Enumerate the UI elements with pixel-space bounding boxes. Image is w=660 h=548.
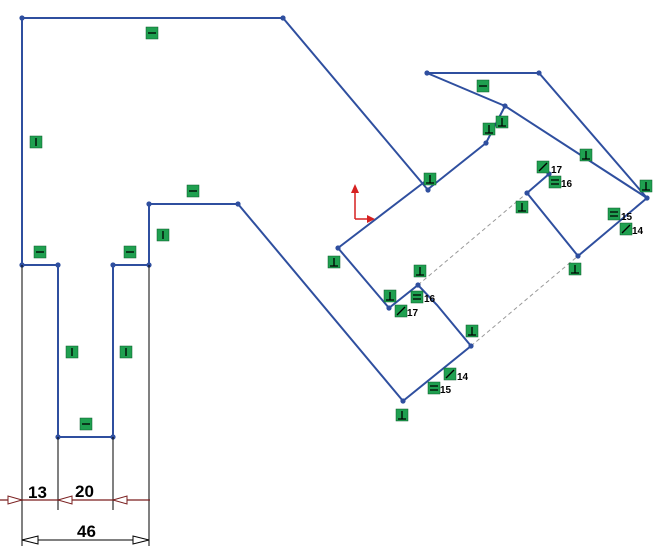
perpendicular-relation-icon[interactable] <box>423 172 437 186</box>
sketch-vertex[interactable] <box>536 70 542 76</box>
tangent-relation-icon[interactable] <box>394 304 408 318</box>
horizontal-relation-icon[interactable] <box>123 245 137 259</box>
sketch-vertex[interactable] <box>425 187 431 193</box>
construction-line-upper[interactable] <box>417 192 528 286</box>
horizontal-relation-icon[interactable] <box>476 79 490 93</box>
sketch-vertex[interactable] <box>110 262 116 268</box>
right-profile-top-block[interactable] <box>427 72 648 199</box>
equal-relation-icon[interactable] <box>548 175 562 189</box>
right-profile-top-left-edge[interactable] <box>426 72 506 107</box>
sketch-vertex[interactable] <box>280 15 286 21</box>
relation-label: 16 <box>424 294 436 305</box>
perpendicular-relation-icon[interactable] <box>395 408 409 422</box>
vertical-relation-icon[interactable] <box>65 345 79 359</box>
dimension-slot-width[interactable]: 20 <box>75 482 94 501</box>
equal-relation-icon[interactable] <box>427 381 441 395</box>
sketch-vertex[interactable] <box>235 201 241 207</box>
dimension-overall-width[interactable]: 46 <box>77 522 96 541</box>
relation-label: 15 <box>621 212 633 223</box>
sketch-vertex[interactable] <box>386 305 392 311</box>
dimension-lines <box>0 265 150 546</box>
sketch-vertex[interactable] <box>19 15 25 21</box>
equal-relation-icon[interactable] <box>410 290 424 304</box>
sketch-vertex[interactable] <box>424 70 430 76</box>
sketch-vertex[interactable] <box>146 201 152 207</box>
perpendicular-relation-icon[interactable] <box>383 289 397 303</box>
perpendicular-relation-icon[interactable] <box>327 255 341 269</box>
origin-icon[interactable] <box>351 184 375 223</box>
relation-label: 14 <box>457 372 469 383</box>
sketch-vertex[interactable] <box>524 190 530 196</box>
tangent-relation-icon[interactable] <box>443 367 457 381</box>
perpendicular-relation-icon[interactable] <box>413 264 427 278</box>
construction-line-lower[interactable] <box>470 255 579 347</box>
perpendicular-relation-icon[interactable] <box>465 324 479 338</box>
left-profile-slot[interactable] <box>57 203 404 438</box>
horizontal-relation-icon[interactable] <box>186 184 200 198</box>
sketch-vertex[interactable] <box>335 245 341 251</box>
tangent-relation-icon[interactable] <box>536 160 550 174</box>
left-profile <box>21 17 429 438</box>
horizontal-relation-icon[interactable] <box>33 245 47 259</box>
horizontal-relation-icon[interactable] <box>79 417 93 431</box>
sketch-vertex[interactable] <box>468 343 474 349</box>
sketch-vertex[interactable] <box>575 253 581 259</box>
sketch-vertex[interactable] <box>55 262 61 268</box>
vertical-relation-icon[interactable] <box>29 135 43 149</box>
perpendicular-relation-icon[interactable] <box>568 262 582 276</box>
right-profile-inner-channel[interactable] <box>426 104 649 258</box>
relation-label: 17 <box>407 308 419 319</box>
relation-label: 17 <box>551 165 563 176</box>
left-profile-outline[interactable] <box>21 17 429 266</box>
sketch-vertex[interactable] <box>483 140 489 146</box>
sketch-vertex[interactable] <box>644 195 650 201</box>
sketch-vertex[interactable] <box>415 282 421 288</box>
relation-label: 15 <box>440 385 452 396</box>
vertical-relation-icon[interactable] <box>156 228 170 242</box>
sketch-vertex[interactable] <box>400 398 406 404</box>
perpendicular-relation-icon[interactable] <box>515 200 529 214</box>
dimension-left-width[interactable]: 13 <box>28 483 47 502</box>
tangent-relation-icon[interactable] <box>619 222 633 236</box>
perpendicular-relation-icon[interactable] <box>482 122 496 136</box>
equal-relation-icon[interactable] <box>607 207 621 221</box>
horizontal-relation-icon[interactable] <box>145 26 159 40</box>
relation-label: 16 <box>561 179 573 190</box>
relation-label: 14 <box>632 226 644 237</box>
perpendicular-relation-icon[interactable] <box>495 115 509 129</box>
perpendicular-relation-icon[interactable] <box>579 148 593 162</box>
relation-badges <box>29 26 653 431</box>
right-profile <box>336 72 649 402</box>
perpendicular-relation-icon[interactable] <box>639 179 653 193</box>
sketch-vertex[interactable] <box>502 103 508 109</box>
vertical-relation-icon[interactable] <box>119 345 133 359</box>
